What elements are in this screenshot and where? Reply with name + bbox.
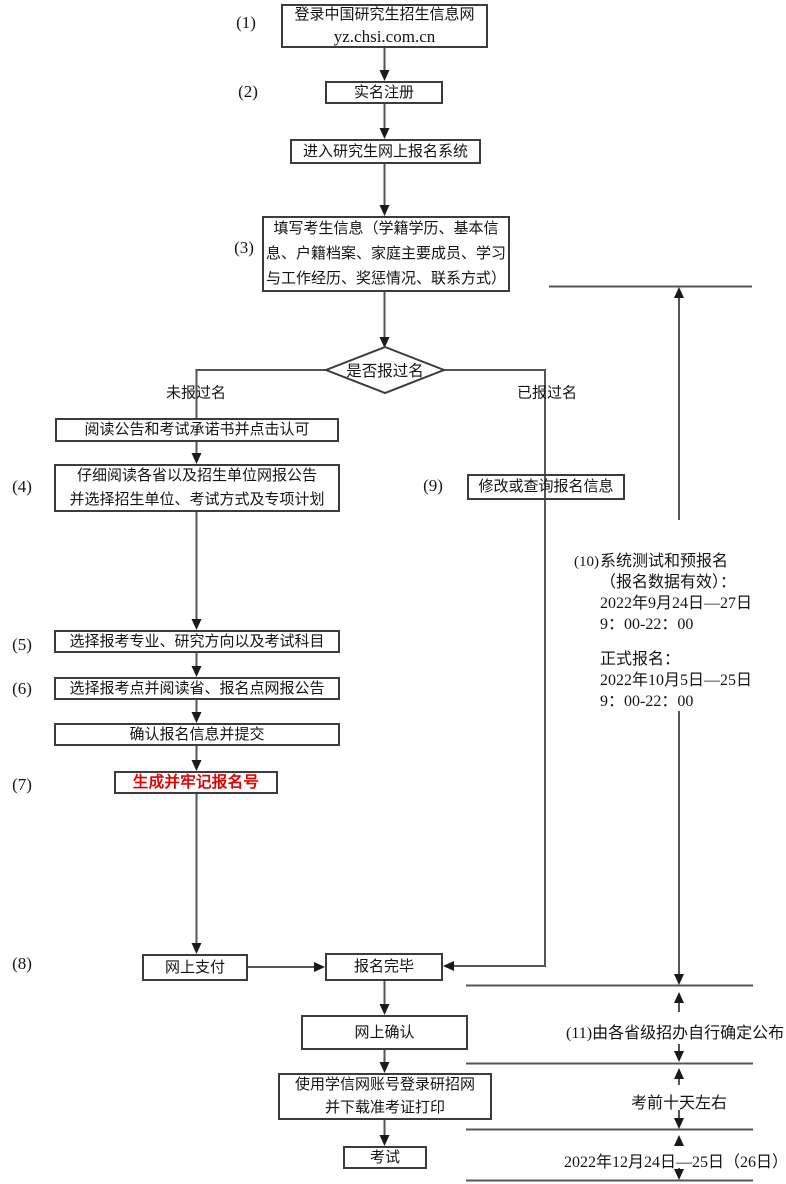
node-choose-major: 选择报考专业、研究方向以及考试科目 [54, 630, 340, 653]
step-label-9: (9) [423, 476, 443, 495]
node-complete: 报名完毕 [325, 953, 443, 981]
node-exam-label: 考试 [369, 1149, 400, 1166]
node-download-print-line1: 使用学信网账号登录研招网 [294, 1076, 475, 1093]
timeline-announce-label: (11)由各省级招办自行确定公布 [566, 1019, 784, 1043]
decision-diamond [323, 345, 447, 395]
arrowhead-down-pay [191, 943, 202, 954]
node-pay-online: 网上支付 [142, 954, 248, 981]
arrowhead-down-enter [379, 128, 390, 139]
node-download-print-line2: 并下载准考证打印 [324, 1099, 445, 1116]
arrowhead-down-examdate [674, 1169, 684, 1180]
timeline-before-exam-label: 考前十天左右 [630, 1095, 728, 1112]
step-label-6: (6) [12, 679, 32, 698]
arrowhead-up-examdate [674, 1135, 684, 1146]
node-choose-major-label: 选择报考专业、研究方向以及考试科目 [69, 633, 325, 650]
node-fill-info-line1: 填写考生信息（学籍学历、基本信 [273, 220, 499, 237]
step-label-7: (7) [12, 775, 32, 794]
node-enter-system: 进入研究生网上报名系统 [290, 139, 481, 164]
node-login-line2: yz.chsi.com.cn [333, 27, 436, 46]
node-register-label: 实名注册 [353, 84, 414, 101]
timeline-announce-text: 由各省级招办自行确定公布 [592, 1025, 785, 1042]
step-label-4: (4) [12, 477, 32, 496]
arrowheads-group [191, 70, 684, 1180]
timeline-pre-register-gap [574, 635, 752, 649]
arrowhead-down-confirm [191, 712, 202, 723]
node-confirm-submit-label: 确认报名信息并提交 [129, 726, 265, 743]
timeline-pre-register-line2: （报名数据有效）： [600, 574, 737, 591]
node-choose-site: 选择报考点并阅读省、报名点网报公告 [54, 677, 340, 700]
node-login: 登录中国研究生招生信息网 yz.chsi.com.cn [281, 4, 488, 48]
node-enter-system-label: 进入研究生网上报名系统 [302, 143, 468, 160]
timeline-exam-date-label: 2022年12月24日—25日（26日） [564, 1154, 786, 1171]
arrowhead-down-beforeexam [674, 1118, 684, 1129]
arrowhead-down-announce [674, 1051, 684, 1062]
timeline-pre-register-title: 系统测试和预报名 [600, 553, 729, 570]
node-read-province: 仔细阅读各省以及招生单位网报公告 并选择招生单位、考试方式及专项计划 [54, 464, 340, 512]
timeline-pre-register-line6: 2022年10月5日—25日 [600, 672, 753, 689]
node-login-line1: 登录中国研究生招生信息网 [294, 7, 475, 23]
node-read-province-line2: 并选择招生单位、考试方式及专项计划 [69, 492, 325, 508]
arrowhead-down-gennumber [191, 760, 202, 771]
step-label-5: (5) [12, 635, 32, 654]
step-label-8: (8) [12, 954, 32, 973]
node-confirm-online-label: 网上确认 [354, 1024, 415, 1041]
node-modify-query: 修改或查询报名信息 [467, 474, 625, 500]
node-exam: 考试 [343, 1146, 427, 1169]
timeline-pre-register-line5: 正式报名： [600, 651, 681, 668]
node-read-province-line1: 仔细阅读各省以及招生单位网报公告 [76, 468, 317, 484]
timeline-pre-register-line3: 2022年9月24日—27日 [600, 595, 753, 612]
step-label-10: (10) [574, 554, 599, 570]
arrowhead-down-exam [379, 1135, 390, 1146]
node-confirm-submit: 确认报名信息并提交 [54, 723, 340, 746]
node-choose-site-label: 选择报考点并阅读省、报名点网报公告 [69, 680, 325, 697]
node-modify-query-label: 修改或查询报名信息 [478, 479, 614, 495]
arrowhead-down-major [191, 619, 202, 630]
arrowhead-right-complete [314, 962, 325, 972]
node-fill-info-line3: 与工作经历、奖惩情况、联系方式） [265, 270, 506, 287]
edge-decision-no-branch [195, 369, 327, 418]
arrowhead-down-timeline-1 [674, 974, 684, 985]
decision-label: 是否报过名 [346, 363, 424, 380]
node-register: 实名注册 [325, 81, 443, 104]
node-gen-number-label: 生成并牢记报名号 [132, 773, 260, 791]
wire-lines-group [195, 48, 753, 1182]
branch-label-yes: 已报过名 [516, 385, 578, 402]
arrowhead-down-province [191, 453, 202, 464]
node-download-print: 使用学信网账号登录研招网 并下载准考证打印 [278, 1073, 492, 1120]
arrowhead-down-register [379, 70, 390, 81]
node-confirm-online: 网上确认 [301, 1015, 468, 1050]
arrowhead-down-fill [379, 205, 390, 216]
edge-decision-yes-branch [443, 369, 546, 967]
arrowhead-down-download [379, 1062, 390, 1073]
node-fill-info-line2: 息、户籍档案、家庭主要成员、学习 [265, 245, 506, 262]
branch-label-no: 未报过名 [165, 385, 227, 402]
timeline-pre-register-line4: 9：00-22：00 [600, 616, 694, 633]
arrowhead-down-confirmonline [379, 1004, 390, 1015]
arrowhead-up-announce [674, 992, 684, 1003]
node-gen-number: 生成并牢记报名号 [114, 771, 278, 794]
timeline-pre-register-block: (10)系统测试和预报名 （报名数据有效）： 2022年9月24日—27日 9：… [574, 551, 752, 712]
timeline-pre-register-line7: 9：00-22：00 [600, 693, 694, 710]
step-label-11: (11) [566, 1025, 593, 1042]
node-fill-info: 填写考生信息（学籍学历、基本信 息、户籍档案、家庭主要成员、学习 与工作经历、奖… [262, 216, 510, 292]
arrowhead-down-site [191, 666, 202, 677]
node-read-notice-label: 阅读公告和考试承诺书并点击认可 [84, 422, 310, 438]
node-read-notice: 阅读公告和考试承诺书并点击认可 [55, 418, 339, 442]
step-label-3: (3) [234, 238, 254, 257]
timeline-pre-register-line1: (10)系统测试和预报名 [574, 551, 752, 572]
node-pay-online-label: 网上支付 [164, 959, 225, 976]
arrowhead-up-timeline-top [674, 287, 684, 298]
arrowhead-left-complete [443, 961, 454, 971]
arrowhead-down-decision [379, 337, 390, 348]
arrowhead-up-beforeexam [674, 1068, 684, 1079]
node-complete-label: 报名完毕 [353, 959, 414, 975]
step-label-1: (1) [236, 13, 256, 32]
step-label-2: (2) [238, 82, 258, 101]
